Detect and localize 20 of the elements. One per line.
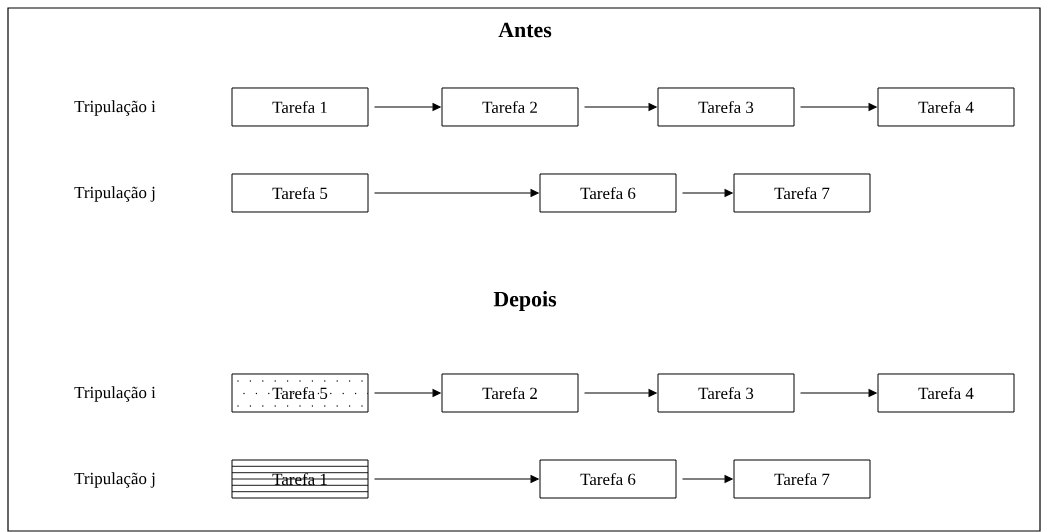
task-box: Tarefa 1	[231, 459, 369, 499]
task-box: Tarefa 5	[231, 373, 369, 413]
task-box: Tarefa 4	[877, 373, 1015, 413]
task-box: Tarefa 3	[657, 87, 795, 127]
row-label: Tripulação j	[74, 472, 155, 488]
task-box: Tarefa 2	[441, 87, 579, 127]
row-label: Tripulação j	[74, 186, 155, 202]
task-box: Tarefa 7	[733, 173, 871, 213]
task-box: Tarefa 6	[539, 459, 677, 499]
section-heading: Antes	[498, 22, 552, 38]
task-box: Tarefa 6	[539, 173, 677, 213]
task-box: Tarefa 7	[733, 459, 871, 499]
task-box: Tarefa 5	[231, 173, 369, 213]
section-heading: Depois	[493, 291, 557, 311]
task-box: Tarefa 1	[231, 87, 369, 127]
row-label: Tripulação i	[74, 100, 156, 116]
task-box: Tarefa 3	[657, 373, 795, 413]
task-box: Tarefa 4	[877, 87, 1015, 127]
task-box: Tarefa 2	[441, 373, 579, 413]
row-label: Tripulação i	[74, 386, 156, 402]
